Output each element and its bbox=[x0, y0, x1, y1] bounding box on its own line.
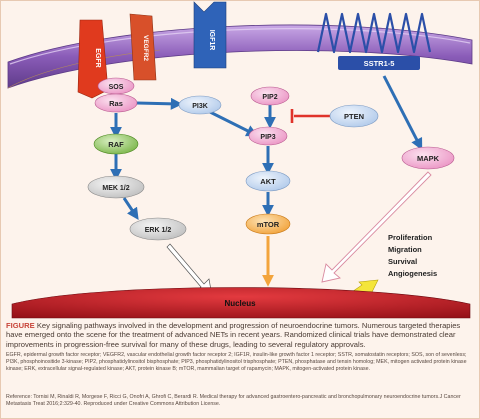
node-raf: RAF bbox=[93, 133, 139, 155]
vegfr2-receptor: VEGFR2 bbox=[129, 13, 157, 81]
arrow-ras-pi3k bbox=[136, 97, 183, 110]
ras-label: Ras bbox=[109, 99, 123, 108]
pip3-label: PIP3 bbox=[260, 134, 275, 141]
mek-label: MEK 1/2 bbox=[102, 185, 129, 192]
outcome-angiogenesis: Angiogenesis bbox=[388, 269, 437, 278]
abbreviations-note: EGFR, epidermal growth factor receptor; … bbox=[6, 352, 467, 372]
arrow-mapk-nucleus bbox=[321, 171, 432, 283]
igf1r-label: IGF1R bbox=[208, 30, 215, 51]
arrow-sstr-mapk bbox=[382, 75, 423, 151]
node-mtor: mTOR bbox=[245, 213, 291, 235]
node-akt: AKT bbox=[245, 170, 291, 192]
nucleus: Nucleus bbox=[11, 287, 471, 319]
membrane-highlight bbox=[9, 28, 471, 65]
outcome-survival: Survival bbox=[388, 257, 417, 266]
node-pten: PTEN bbox=[329, 104, 379, 128]
node-ras: Ras bbox=[94, 93, 138, 113]
arrow-mek-erk bbox=[122, 197, 139, 220]
arrow-pi3k-pip3 bbox=[209, 110, 259, 137]
pip2-label: PIP2 bbox=[262, 94, 277, 101]
pten-label: PTEN bbox=[344, 112, 364, 121]
pi3k-label: PI3K bbox=[192, 103, 208, 110]
node-erk: ERK 1/2 bbox=[129, 217, 187, 241]
figure-caption-text: Key signaling pathways involved in the d… bbox=[6, 321, 461, 349]
akt-label: AKT bbox=[260, 177, 276, 186]
node-mapk: MAPK bbox=[401, 146, 455, 170]
node-pi3k: PI3K bbox=[178, 95, 222, 115]
outcomes-list: Proliferation Migration Survival Angioge… bbox=[388, 233, 437, 278]
node-sos: SOS bbox=[97, 77, 135, 95]
raf-label: RAF bbox=[108, 140, 124, 149]
reference-note: Reference: Tornisi M, Rinaldi R, Morgese… bbox=[6, 394, 461, 407]
node-mek: MEK 1/2 bbox=[87, 175, 145, 199]
pten-inhibition bbox=[290, 109, 330, 123]
node-pip3: PIP3 bbox=[248, 126, 288, 146]
egfr-label: EGFR bbox=[94, 48, 101, 67]
signaling-pathway-diagram: EGFR VEGFR2 IGF1R SSTR1-5 SOS bbox=[7, 1, 473, 319]
activation-arrows bbox=[110, 75, 423, 220]
sos-label: SOS bbox=[109, 84, 124, 91]
sstr-receptor: SSTR1-5 bbox=[316, 12, 432, 70]
mtor-label: mTOR bbox=[257, 220, 280, 229]
sstr-label: SSTR1-5 bbox=[364, 59, 395, 68]
mapk-label: MAPK bbox=[417, 154, 440, 163]
node-pip2: PIP2 bbox=[250, 86, 290, 106]
igf1r-receptor: IGF1R bbox=[193, 1, 227, 69]
egfr-receptor: EGFR bbox=[77, 19, 109, 99]
vegfr2-label: VEGFR2 bbox=[142, 35, 149, 61]
figure-caption: FIGURE Key signaling pathways involved i… bbox=[6, 321, 472, 349]
figure-label: FIGURE bbox=[6, 321, 35, 330]
outcome-migration: Migration bbox=[388, 245, 422, 254]
erk-label: ERK 1/2 bbox=[145, 227, 172, 234]
outcome-proliferation: Proliferation bbox=[388, 233, 433, 242]
nucleus-label: Nucleus bbox=[224, 299, 256, 308]
